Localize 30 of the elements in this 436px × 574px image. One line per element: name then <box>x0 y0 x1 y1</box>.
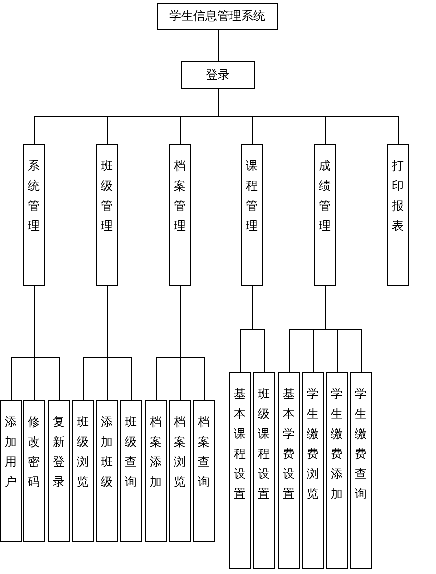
function-box: 班级课程设置 <box>253 372 275 569</box>
function-box: 添加班级 <box>96 400 118 542</box>
function-box: 复新登录 <box>48 400 70 542</box>
function-box: 修改密码 <box>23 400 45 542</box>
module-box: 打印报表 <box>387 144 409 286</box>
function-box: 基本学费设置 <box>278 372 300 569</box>
connector-line <box>240 286 265 372</box>
module-box: 课程管理 <box>241 144 263 286</box>
title-box: 学生信息管理系统 <box>157 3 278 30</box>
module-box: 成绩管理 <box>314 144 336 286</box>
login-box: 登录 <box>181 61 255 89</box>
module-box: 系统管理 <box>23 144 45 286</box>
function-box: 基本课程设置 <box>229 372 251 569</box>
function-box: 档案查询 <box>193 400 215 542</box>
function-box: 档案添加 <box>145 400 167 542</box>
function-box: 学生缴费浏览 <box>302 372 324 569</box>
module-box: 班级管理 <box>96 144 118 286</box>
connector-line <box>34 88 399 144</box>
connector-line <box>83 286 132 400</box>
connector-line <box>218 30 219 62</box>
connector-line <box>11 286 60 400</box>
function-box: 档案浏览 <box>169 400 191 542</box>
connector-line <box>289 286 362 372</box>
connector-line <box>156 286 205 400</box>
function-box: 添加用户 <box>0 400 22 542</box>
function-box: 班级浏览 <box>72 400 94 542</box>
function-box: 学生缴费添加 <box>326 372 348 569</box>
function-box: 班级查询 <box>120 400 142 542</box>
function-box: 学生缴费查询 <box>350 372 372 569</box>
module-box: 档案管理 <box>169 144 191 286</box>
